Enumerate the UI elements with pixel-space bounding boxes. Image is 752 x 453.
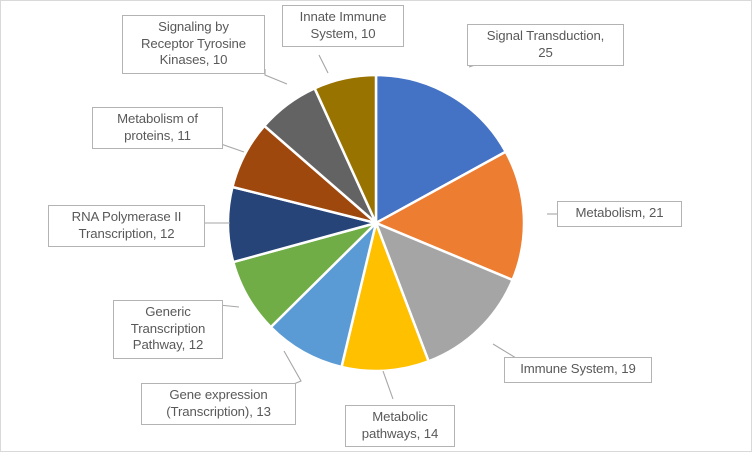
- pie-slices[interactable]: [226, 73, 526, 373]
- data-label-innate-immune[interactable]: Innate Immune System, 10: [282, 5, 404, 47]
- pie-slice-metabolic-pathways[interactable]: [340, 221, 430, 373]
- data-label-metabolism[interactable]: Metabolism, 21: [557, 201, 682, 227]
- pie-slice-immune-system[interactable]: [374, 221, 514, 363]
- data-label-gene-expression[interactable]: Gene expression (Transcription), 13: [141, 383, 296, 425]
- leader-line-innate-immune: [318, 54, 329, 74]
- data-label-immune-system[interactable]: Immune System, 19: [504, 357, 652, 383]
- data-label-generic-transcription[interactable]: Generic Transcription Pathway, 12: [113, 300, 223, 359]
- leader-line-metabolic-pathways: [382, 370, 394, 400]
- pie-slice-innate-immune-system[interactable]: [313, 73, 378, 225]
- pie-slice-gene-expression-transcription[interactable]: [269, 221, 378, 369]
- pie-slice-metabolism[interactable]: [374, 150, 526, 282]
- leader-line-gene-expression: [283, 350, 302, 387]
- data-label-metabolism-proteins[interactable]: Metabolism of proteins, 11: [92, 107, 223, 149]
- data-label-receptor-tyrosine[interactable]: Signaling by Receptor Tyrosine Kinases, …: [122, 15, 265, 74]
- pie-slice-signal-transduction[interactable]: [374, 73, 507, 225]
- leader-line-metabolism-proteins: [220, 143, 245, 153]
- data-label-metabolic-pathways[interactable]: Metabolic pathways, 14: [345, 405, 455, 447]
- data-label-rna-pol-ii[interactable]: RNA Polymerase II Transcription, 12: [48, 205, 205, 247]
- data-label-signal-transduction[interactable]: Signal Transduction, 25: [467, 24, 624, 66]
- leader-line-receptor-tyrosine: [264, 69, 288, 85]
